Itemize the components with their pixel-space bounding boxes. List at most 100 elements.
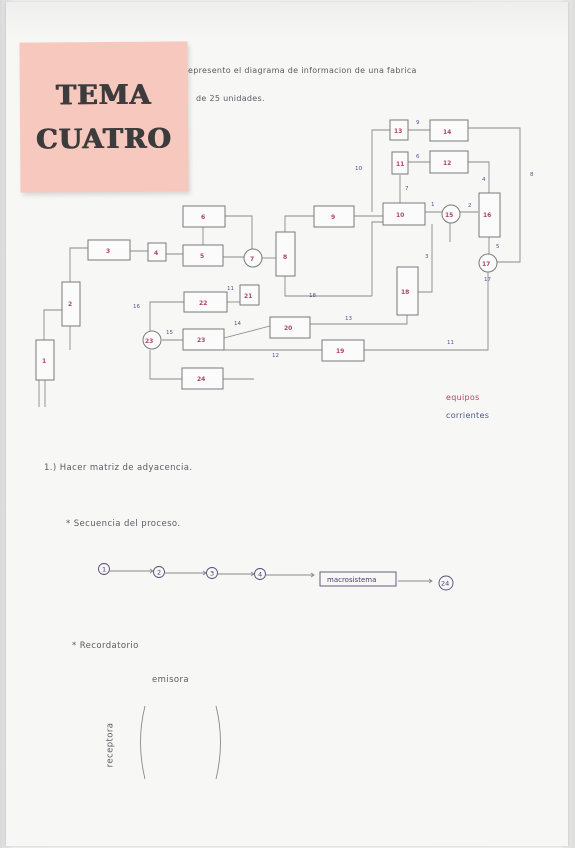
unit-18-number: 18 — [401, 289, 409, 296]
unit-21-number: 21 — [244, 293, 252, 300]
unit-3-number: 3 — [106, 248, 110, 255]
seq-node-2-label: 2 — [157, 569, 161, 577]
legend-equipos: equipos — [446, 393, 480, 402]
legend-corrientes: corrientes — [446, 411, 490, 420]
seq-node-1-label: 1 — [102, 566, 106, 574]
stream-label-9: 9 — [416, 120, 420, 126]
stream-label-13: 13 — [345, 316, 352, 322]
unit-8 — [275, 231, 296, 277]
stream-up-10 — [371, 221, 383, 296]
unit-2 — [61, 281, 81, 327]
stream-2-3 — [69, 247, 88, 282]
stream-label-15: 15 — [166, 330, 173, 336]
unit-2-number: 2 — [68, 301, 72, 308]
stream-label-4: 4 — [482, 177, 486, 183]
stream-16-12 — [468, 161, 490, 195]
stream-22-23 — [149, 301, 184, 333]
seq-node-2 — [153, 566, 165, 578]
seq-node-3-label: 3 — [210, 570, 214, 578]
stream-18-20 — [310, 315, 408, 325]
stream-label-8: 8 — [530, 172, 534, 178]
unit-16 — [478, 192, 501, 238]
stream-label-10: 10 — [355, 166, 362, 172]
label-receptora: receptora — [105, 722, 116, 768]
stream-1-2 — [43, 309, 62, 340]
stream-14-loop — [468, 127, 521, 263]
unit-21 — [239, 284, 260, 306]
unit-19-number: 19 — [336, 348, 344, 355]
unit-24 — [181, 367, 224, 390]
unit-12 — [429, 150, 469, 174]
unit-25-number: 23 — [197, 337, 205, 344]
seq-arrow-1 — [110, 568, 154, 574]
seq-node-1 — [98, 563, 110, 575]
unit-7 — [243, 248, 263, 268]
task-adjacency-matrix: 1.) Hacer matriz de adyacencia. — [44, 463, 193, 473]
unit-1 — [35, 339, 55, 381]
stream-7-6 — [225, 215, 253, 250]
unit-22-number: 22 — [199, 300, 207, 307]
stream-23-24 — [149, 350, 182, 380]
stream-8-18 — [284, 276, 372, 297]
unit-13-number: 13 — [394, 128, 402, 135]
unit-14-number: 14 — [443, 129, 451, 136]
matrix-sketch — [140, 705, 221, 780]
unit-9-number: 9 — [331, 214, 335, 221]
seq-arrow-5 — [398, 578, 433, 584]
process-sequence: 1 2 3 4 macrosistema 24 — [98, 563, 454, 591]
matrix-right-bracket — [215, 705, 221, 780]
unit-boxes — [35, 119, 501, 390]
stream-label-16: 16 — [133, 304, 140, 310]
unit-25 — [182, 328, 225, 351]
unit-5 — [182, 244, 224, 267]
stream-label-11b: 11 — [447, 340, 454, 346]
unit-5-number: 5 — [200, 253, 204, 260]
unit-18 — [396, 266, 419, 316]
unit-22 — [183, 291, 228, 313]
unit-9 — [313, 205, 355, 228]
stream-feed-1 — [38, 380, 46, 407]
stream-label-12: 12 — [272, 353, 279, 359]
unit-17 — [478, 253, 498, 273]
seq-node-24 — [438, 575, 454, 591]
seq-node-4 — [254, 568, 266, 580]
unit-12-number: 12 — [443, 160, 451, 167]
unit-6 — [182, 205, 226, 228]
unit-23 — [142, 330, 162, 350]
stream-label-11a: 11 — [227, 286, 234, 292]
unit-15-number: 15 — [445, 212, 453, 219]
stream-label-5: 5 — [496, 244, 500, 250]
unit-1-number: 1 — [42, 358, 46, 365]
stream-label-7: 7 — [405, 186, 409, 192]
unit-7-number: 7 — [250, 256, 254, 263]
intro-line1: epresento el diagrama de informacion de … — [188, 66, 417, 75]
stream-label-2: 2 — [468, 203, 472, 209]
seq-arrow-4 — [266, 572, 315, 578]
unit-20-number: 20 — [284, 325, 292, 332]
seq-arrow-2 — [165, 570, 207, 576]
stream-20-23 — [223, 325, 271, 339]
unit-15 — [441, 204, 461, 224]
stream-8-9 — [284, 215, 314, 232]
unit-6-number: 6 — [201, 214, 205, 221]
unit-23-number: 23 — [145, 338, 153, 345]
seq-macrosistema-box — [319, 571, 397, 587]
stream-lines — [38, 127, 521, 407]
seq-arrow-3 — [218, 571, 255, 577]
stream-label-3: 3 — [425, 254, 429, 260]
stream-label-6: 6 — [416, 154, 420, 160]
intro-line2: de 25 unidades. — [196, 94, 265, 103]
stream-label-14: 14 — [234, 321, 241, 327]
stream-10-13 — [371, 129, 390, 212]
unit-24-number: 24 — [197, 376, 205, 383]
unit-4 — [147, 242, 167, 262]
unit-4-number: 4 — [154, 250, 158, 257]
stream-17-19 — [364, 272, 489, 351]
unit-11 — [391, 151, 409, 175]
unit-13 — [389, 119, 409, 141]
unit-14 — [429, 119, 469, 142]
unit-8-number: 8 — [283, 254, 287, 261]
reminder-heading: * Recordatorio — [72, 641, 139, 651]
unit-17-number: 17 — [482, 261, 490, 268]
